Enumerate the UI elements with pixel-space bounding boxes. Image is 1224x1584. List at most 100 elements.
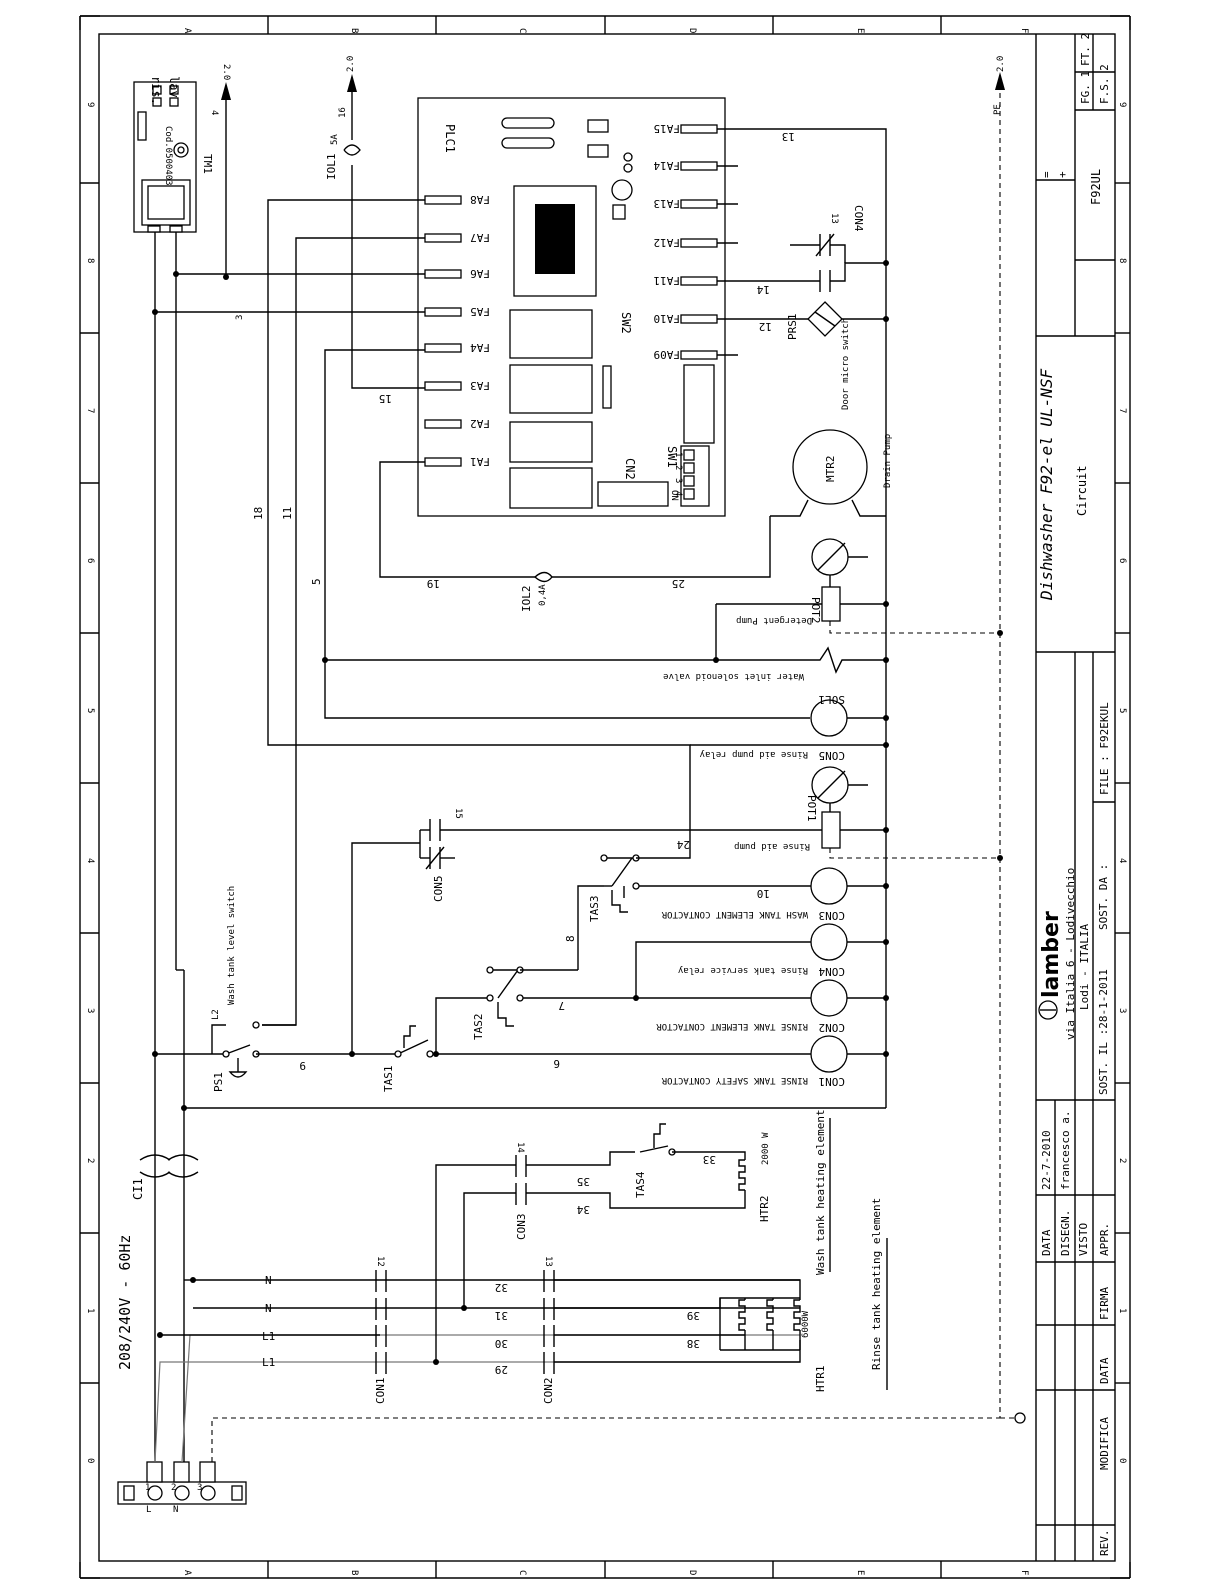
file-name: FILE : F92EKUL: [1098, 702, 1111, 795]
visto-label: VISTO: [1077, 1223, 1090, 1256]
upper-wiring: 18 11 3 5 IOL1 5A 16 2.0 15 19 25 IOL2 0…: [152, 56, 893, 1108]
con3-coil-tag: CON3: [819, 909, 846, 922]
con1-main-contacts: 12 CON1: [374, 1256, 387, 1404]
term-fa10: FA10: [654, 312, 681, 325]
con5-relay-tag: CON5: [819, 749, 846, 762]
col-label-left-3: 3: [85, 1008, 95, 1013]
plc-name: PLC1: [443, 124, 457, 153]
sol1-label: SOL1: [819, 693, 846, 706]
col-label-right-7: 7: [1117, 408, 1127, 413]
load-ladder: POT2 Detergent Pump Water inlet solenoid…: [152, 538, 1003, 1111]
col-label-left-4: 4: [85, 858, 95, 863]
terminal-2: 2: [171, 1483, 176, 1493]
col-label-left-7: 7: [85, 408, 95, 413]
con3-lower-label: CON3: [515, 1214, 528, 1241]
pot2-label: POT2: [809, 597, 822, 624]
sw2-label: SW2: [619, 312, 633, 334]
terminal-3: 3: [197, 1483, 202, 1493]
wire-35: 35: [577, 1175, 590, 1188]
wire-9: 9: [299, 1059, 306, 1072]
term-fa8: FA8: [470, 193, 490, 206]
line-l1-a: L1: [262, 1330, 275, 1343]
terminal-n: N: [173, 1505, 178, 1515]
wire-29: 29: [495, 1363, 508, 1376]
water-valve-label: Water inlet solenoid valve: [663, 671, 804, 681]
col-label-left-5: 5: [85, 708, 95, 713]
con2-main-contacts: 13 CON2: [542, 1256, 555, 1404]
terminal-l: L: [146, 1505, 151, 1515]
tm1-wire-4: 4: [209, 110, 219, 115]
col-label-right-9: 9: [1117, 102, 1127, 107]
con4-label: CON4: [852, 205, 865, 232]
wire-11: 11: [281, 507, 294, 520]
con2-coil-tag: CON2: [819, 1021, 846, 1034]
sheet-fs: F.S. 2: [1098, 64, 1111, 104]
wash-contactor-label: WASH TANK ELEMENT CONTACTOR: [661, 909, 808, 919]
col-label-left-6: 6: [85, 558, 95, 563]
line-l1-b: L1: [262, 1356, 275, 1369]
con1-lower-label: CON1: [374, 1378, 387, 1405]
detergent-pump-label: Detergent Pump: [736, 615, 812, 625]
wire-18: 18: [252, 507, 265, 520]
sw1-on: ON: [669, 490, 679, 501]
col-label-left-9: 9: [85, 102, 95, 107]
term-fa15: FA15: [654, 122, 681, 135]
term-fa7: FA7: [470, 231, 490, 244]
col-label-right-2: 2: [1117, 1158, 1127, 1163]
term-fa11: FA11: [654, 274, 681, 287]
wire-6: 6: [553, 1057, 560, 1070]
row-label-top-d: D: [687, 28, 697, 33]
wire-5: 5: [310, 578, 323, 585]
rinse-aid-pump-label: Rinse aid pump: [734, 841, 810, 851]
drawing-subtitle: Circuit: [1075, 465, 1089, 516]
drawing-frame: [79, 15, 1131, 1579]
con2-lower-label: CON2: [542, 1378, 555, 1405]
tm1-lav: lav: [167, 76, 181, 98]
rinse-service-relay-label: Rinse tank service relay: [677, 965, 808, 975]
wire-24: 24: [676, 838, 690, 851]
term-fa2: FA2: [470, 417, 490, 430]
con2-contact-13: 13: [543, 1256, 553, 1267]
drawing-title: Dishwasher F92-el UL-NSF: [1037, 368, 1056, 601]
left-terminals: FA8 FA7 FA6 FA5 FA4 FA3 FA2 FA1: [424, 193, 490, 468]
row-label-top-c: C: [517, 28, 527, 33]
supply-voltage: 208/240V - 60Hz: [116, 1235, 134, 1370]
htr2-power: 2000 W: [761, 1132, 771, 1165]
row-label-bottom-f: F: [1019, 1570, 1029, 1575]
drain-pump-label: Drain Pump: [883, 434, 893, 488]
iol2-label: IOL2: [520, 586, 533, 613]
ps1-contact-l2: L2: [211, 1009, 221, 1020]
tas3-label: TAS3: [588, 896, 601, 923]
modifica-label: MODIFICA: [1098, 1417, 1111, 1470]
term-fa13: FA13: [654, 197, 681, 210]
sheet-ft: FT. 2: [1079, 33, 1092, 66]
term-fa09: FA09: [654, 348, 681, 361]
wire-12: 12: [759, 320, 772, 333]
plus-label: +: [1056, 171, 1069, 178]
row-label-top-e: E: [855, 28, 865, 33]
col-label-left-2: 2: [85, 1158, 95, 1163]
term-fa3: FA3: [470, 379, 490, 392]
rinse-aid-relay-label: Rinse aid pump relay: [699, 749, 808, 759]
line-n-2: N: [265, 1302, 272, 1315]
safety-contactor-label: RINSE TANK SAFETY CONTACTOR: [661, 1075, 808, 1085]
term-fa5: FA5: [470, 305, 490, 318]
company-name: lamber: [1039, 911, 1064, 998]
term-fa12: FA12: [654, 236, 681, 249]
pot1-label: POT1: [805, 795, 818, 822]
con4-contact-13: 13: [829, 213, 839, 224]
pe-label: PE: [993, 104, 1003, 115]
address-line-2: Lodi - ITALIA: [1078, 924, 1091, 1010]
row-label-bottom-d: D: [687, 1570, 697, 1575]
cn2-label: CN2: [623, 458, 637, 480]
row-label-top-a: A: [182, 28, 192, 34]
htr1-element-b: [766, 1299, 774, 1331]
sw1-label: SW1: [665, 446, 679, 468]
con3-contact-14: 14: [515, 1142, 525, 1153]
mtr2-label: MTR2: [824, 456, 837, 483]
rev-label: REV.: [1098, 1530, 1111, 1557]
dip-3: 3: [673, 478, 683, 483]
dip-4: 4: [673, 491, 683, 496]
col-label-right-1: 1: [1117, 1308, 1127, 1313]
